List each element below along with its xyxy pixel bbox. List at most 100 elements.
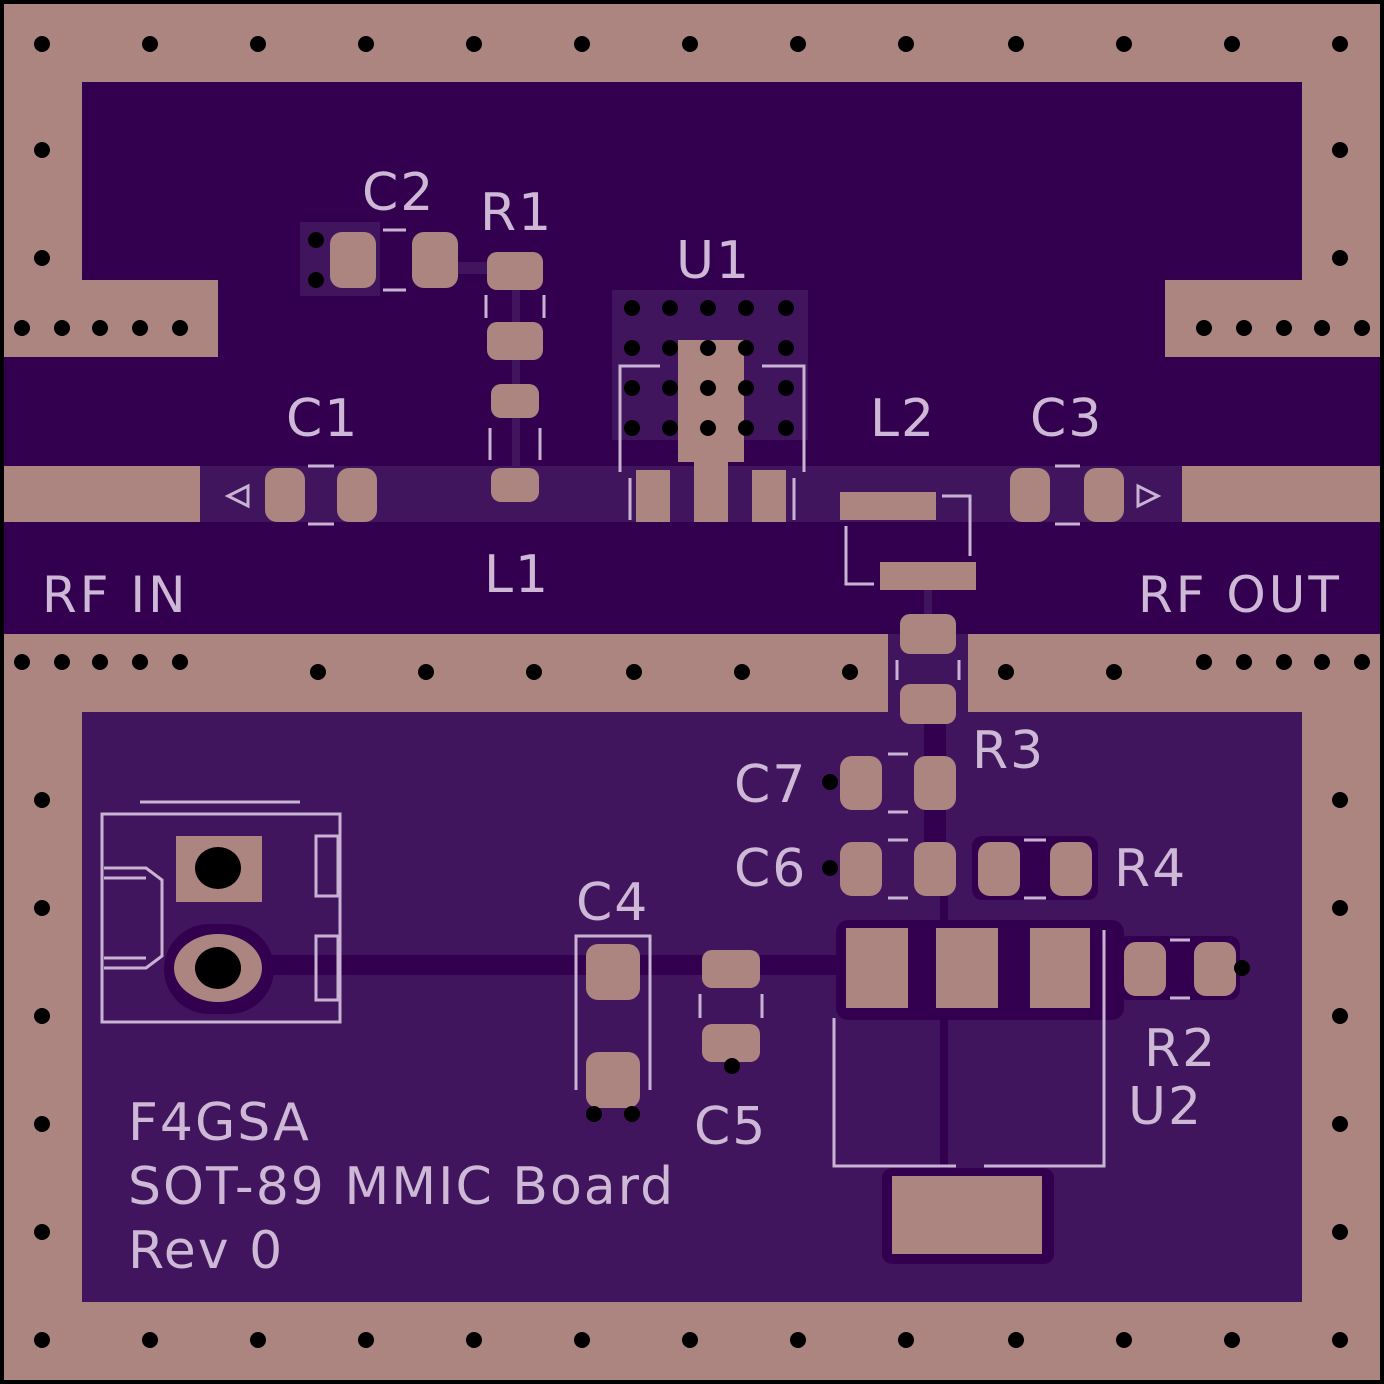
via: [466, 1332, 482, 1348]
label-r1: R1: [480, 183, 553, 243]
via: [34, 36, 50, 52]
via: [778, 300, 794, 316]
via: [898, 36, 914, 52]
via: [1236, 320, 1252, 336]
via: [1332, 1008, 1348, 1024]
via: [132, 654, 148, 670]
via: [172, 654, 188, 670]
via: [778, 380, 794, 396]
via: [1332, 1332, 1348, 1348]
c5-capacitor: [698, 950, 764, 1062]
via: [682, 36, 698, 52]
via: [624, 420, 640, 436]
u2-regulator: [832, 920, 1124, 1264]
via: [624, 300, 640, 316]
via: [1106, 664, 1122, 680]
via: [586, 1106, 602, 1122]
label-rf-in: RF IN: [42, 566, 189, 624]
r1-resistor: [484, 252, 546, 360]
label-c6: C6: [734, 839, 807, 899]
via: [662, 420, 678, 436]
top-mask-region: [4, 82, 1380, 466]
via: [1236, 654, 1252, 670]
via: [132, 320, 148, 336]
u1-mmic: [618, 340, 806, 522]
via: [14, 654, 30, 670]
via: [466, 36, 482, 52]
l2-inductor: [840, 492, 976, 590]
via: [1116, 36, 1132, 52]
via: [700, 380, 716, 396]
via: [34, 1332, 50, 1348]
board-text-line2: SOT-89 MMIC Board: [128, 1157, 675, 1217]
label-r3: R3: [972, 721, 1045, 781]
label-c7: C7: [734, 755, 807, 815]
label-c2: C2: [362, 163, 435, 223]
via: [34, 1008, 50, 1024]
via: [790, 36, 806, 52]
via: [1224, 36, 1240, 52]
via: [1332, 250, 1348, 266]
via: [700, 340, 716, 356]
via: [778, 420, 794, 436]
via: [662, 340, 678, 356]
l1-inductor: [488, 384, 542, 502]
via: [1314, 654, 1330, 670]
label-u2: U2: [1128, 1077, 1203, 1137]
r3-resistor: [895, 614, 961, 724]
label-c5: C5: [694, 1097, 767, 1157]
via: [308, 272, 324, 288]
via: [172, 320, 188, 336]
via: [1008, 1332, 1024, 1348]
via: [724, 1058, 740, 1074]
via: [54, 320, 70, 336]
rf-channel-lower: [4, 522, 1380, 634]
via: [1196, 654, 1212, 670]
via: [418, 664, 434, 680]
via: [1196, 320, 1212, 336]
via: [998, 664, 1014, 680]
via: [1332, 1224, 1348, 1240]
dc-power-connector-icon: [100, 800, 342, 1024]
via: [842, 664, 858, 680]
label-c4: C4: [576, 873, 649, 933]
via: [624, 1106, 640, 1122]
via: [142, 36, 158, 52]
label-c1: C1: [286, 389, 359, 449]
via: [92, 320, 108, 336]
via: [34, 142, 50, 158]
via: [142, 1332, 158, 1348]
c4-capacitor: [574, 934, 652, 1108]
via: [682, 1332, 698, 1348]
l1-trace: [512, 290, 520, 470]
via: [358, 1332, 374, 1348]
u2-trace: [940, 880, 948, 1180]
via: [14, 320, 30, 336]
via: [700, 300, 716, 316]
label-c3: C3: [1030, 389, 1103, 449]
c7-capacitor: [840, 752, 956, 814]
vias: [14, 36, 1370, 1348]
via: [778, 340, 794, 356]
via: [34, 792, 50, 808]
label-u1: U1: [676, 231, 751, 291]
vin-trace: [260, 955, 860, 975]
via: [624, 380, 640, 396]
via: [1332, 792, 1348, 808]
via: [738, 340, 754, 356]
label-l2: L2: [870, 389, 936, 449]
via: [662, 300, 678, 316]
via: [1332, 1116, 1348, 1132]
triangle-left-icon: [224, 483, 250, 509]
via: [1116, 1332, 1132, 1348]
via: [34, 250, 50, 266]
via: [734, 664, 750, 680]
via: [92, 654, 108, 670]
via: [574, 36, 590, 52]
c2-capacitor: [330, 228, 458, 292]
via: [1008, 36, 1024, 52]
via: [1332, 900, 1348, 916]
rf-out-stub: [1182, 466, 1380, 522]
c1-capacitor: [265, 464, 377, 526]
